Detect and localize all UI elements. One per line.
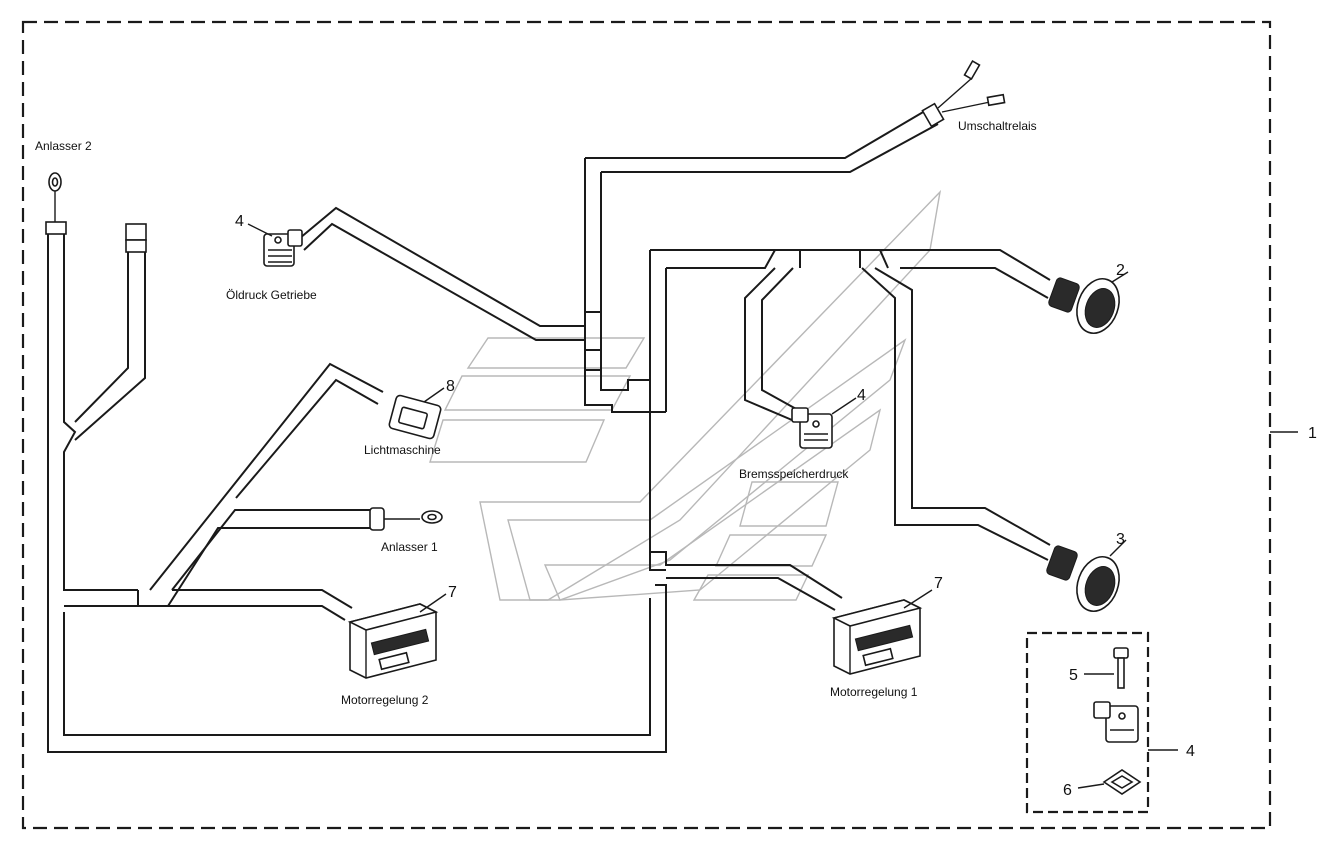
callout-6: 6	[1063, 782, 1072, 799]
callout-4-detail: 4	[1186, 743, 1195, 760]
motorregelung-1-plug	[831, 589, 933, 675]
callout-2: 2	[1116, 262, 1125, 279]
assembly-border	[21, 20, 1272, 830]
round-connector-2	[1048, 271, 1129, 334]
lichtmaschine-plug	[388, 387, 445, 440]
harness-wires	[47, 107, 1051, 753]
round-connector-3	[1046, 539, 1127, 612]
anlasser-2-terminal	[45, 172, 147, 253]
oeldruck-sensor	[247, 223, 303, 267]
callout-1: 1	[1308, 425, 1317, 442]
watermark-logo	[429, 189, 942, 601]
label-motorregelung-2: Motorregelung 2	[341, 693, 429, 707]
detail-box	[1025, 631, 1178, 814]
anlasser-1-terminal	[369, 507, 443, 531]
label-anlasser-1: Anlasser 1	[381, 540, 438, 554]
label-lichtmaschine: Lichtmaschine	[364, 443, 441, 457]
label-umschaltrelais: Umschaltrelais	[958, 119, 1037, 133]
label-anlasser-2: Anlasser 2	[35, 139, 92, 153]
motorregelung-2-plug	[347, 593, 447, 679]
umschaltrelais-leads	[921, 59, 1006, 128]
callout-8: 8	[446, 378, 455, 395]
label-bremsspeicherdruck: Bremsspeicherdruck	[739, 467, 849, 481]
callout-4-bremsspeicher: 4	[857, 387, 866, 404]
callout-7-left: 7	[448, 584, 457, 601]
callout-5: 5	[1069, 667, 1078, 684]
label-motorregelung-1: Motorregelung 1	[830, 685, 918, 699]
bremsspeicher-sensor	[791, 397, 857, 449]
callout-3: 3	[1116, 531, 1125, 548]
callout-4-oeldruck: 4	[235, 213, 244, 230]
label-oeldruck-getriebe: Öldruck Getriebe	[226, 288, 317, 302]
callout-7-right: 7	[934, 575, 943, 592]
